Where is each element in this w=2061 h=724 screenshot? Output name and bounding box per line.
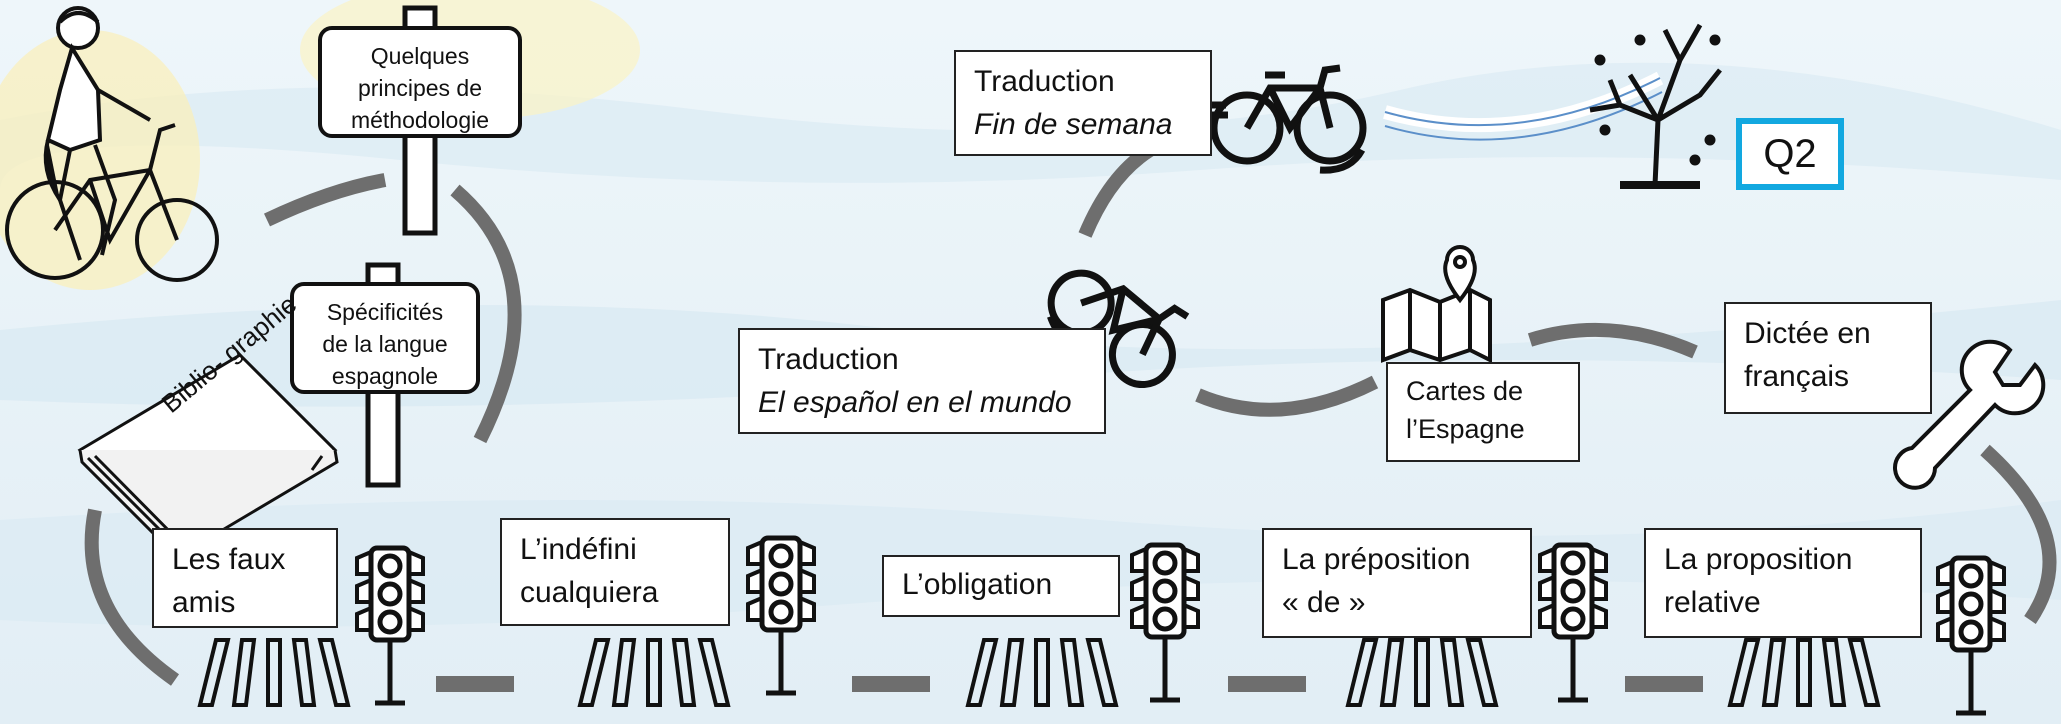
sign-specificities[interactable]: Spécificités de la langue espagnole — [290, 282, 480, 394]
road-track — [84, 71, 2057, 686]
map-icon — [1381, 245, 1492, 364]
track-segment-markers — [436, 676, 1703, 692]
traffic-light-icon — [357, 548, 423, 703]
lesson-line1: L’indéfini — [520, 533, 637, 566]
traffic-light-icon — [748, 538, 814, 693]
sign-methodology-line1: Quelques — [370, 43, 470, 69]
activity-dictation[interactable]: Dictée en français — [1724, 302, 1932, 414]
lesson-proposition-relative[interactable]: La proposition relative — [1644, 528, 1922, 638]
tree-icon — [1589, 23, 1722, 189]
checkpoint-q2[interactable]: Q2 — [1736, 118, 1844, 190]
crosswalk-icon — [197, 638, 1881, 707]
activity-dictation-line1: Dictée en — [1744, 317, 1871, 350]
activity-maps-line2: l’Espagne — [1406, 414, 1525, 444]
traffic-light-icon — [1132, 545, 1198, 700]
lesson-obligation[interactable]: L’obligation — [882, 555, 1120, 617]
lesson-line2: « de » — [1282, 586, 1366, 619]
traffic-light-icon — [1540, 545, 1606, 700]
lesson-line1: La proposition — [1664, 543, 1853, 576]
traffic-light-icon — [1938, 558, 2004, 713]
activity-translation-fin-de-semana[interactable]: Traduction Fin de semana — [954, 50, 1212, 156]
activity-dictation-line2: français — [1744, 360, 1850, 393]
activity-subtitle: Fin de semana — [974, 108, 1173, 141]
activity-subtitle: El español en el mundo — [758, 386, 1072, 419]
lesson-indefini[interactable]: L’indéfini cualquiera — [500, 518, 730, 626]
activity-title: Traduction — [758, 343, 899, 376]
lesson-line1: L’obligation — [902, 568, 1053, 601]
lesson-line1: Les faux — [172, 543, 286, 576]
lesson-line2: amis — [172, 586, 236, 619]
sign-methodology-line3: méthodologie — [350, 107, 490, 133]
sign-methodology-line2: principes de — [357, 75, 483, 101]
bicycle-icon — [1047, 269, 1190, 389]
activity-title: Traduction — [974, 65, 1115, 98]
activity-maps-line1: Cartes de — [1406, 376, 1524, 406]
lesson-line2: relative — [1664, 586, 1761, 619]
sign-specificities-line2: de la langue — [322, 331, 448, 357]
activity-maps[interactable]: Cartes de l’Espagne — [1386, 362, 1580, 462]
lesson-preposition[interactable]: La préposition « de » — [1262, 528, 1532, 638]
sign-specificities-line1: Spécificités — [326, 299, 444, 325]
wrench-icon — [1893, 339, 2046, 490]
cyclist-icon — [5, 6, 219, 282]
lesson-line1: La préposition — [1282, 543, 1471, 576]
activity-translation-espanol-mundo[interactable]: Traduction El español en el mundo — [738, 328, 1106, 434]
book-icon — [77, 353, 339, 559]
lesson-faux-amis[interactable]: Les faux amis — [152, 528, 338, 628]
sign-methodology[interactable]: Quelques principes de méthodologie — [318, 26, 522, 138]
bicycle-icon — [1206, 64, 1367, 174]
sign-specificities-line3: espagnole — [331, 363, 439, 389]
lesson-line2: cualquiera — [520, 576, 659, 609]
